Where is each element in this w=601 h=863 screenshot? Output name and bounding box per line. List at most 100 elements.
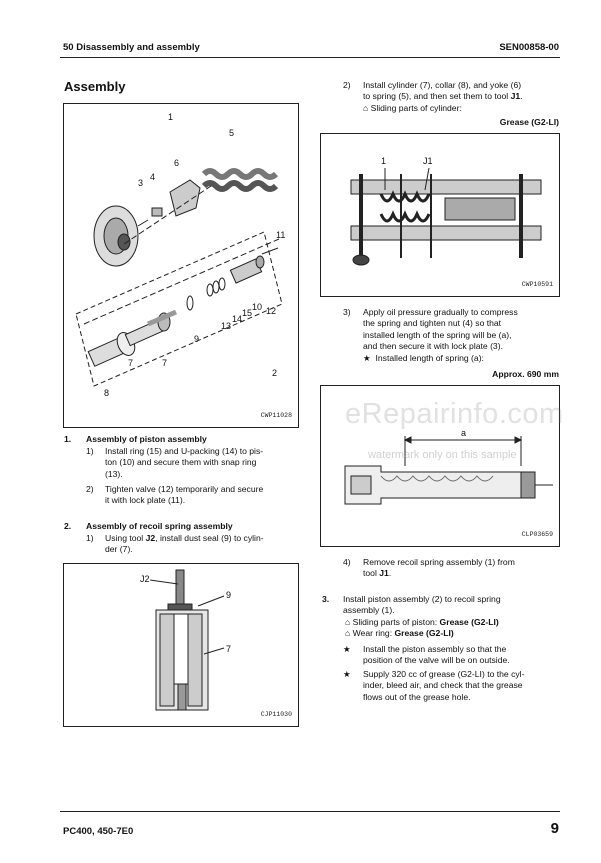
dust-seal-drawing: J2 9 7 [140, 569, 231, 711]
step-3-note-2: Supply 320 cc of grease (G2-LI) to the c… [363, 669, 559, 703]
star-icon: ★ [343, 644, 351, 654]
watermark-note: watermark only on this sample [368, 449, 517, 461]
footer-model: PC400, 450-7E0 [63, 826, 134, 837]
line: inder, bleed air, and check that the gre… [363, 680, 523, 691]
step-1-item-1-number: 1) [86, 446, 94, 456]
step-3-text: Install piston assembly (2) to recoil sp… [343, 594, 559, 640]
star-icon: ★ [343, 669, 351, 679]
item-3-text: Apply oil pressure gradually to compress… [363, 307, 559, 364]
tool-code: J1 [510, 91, 521, 102]
step-2-item-1-number: 1) [86, 533, 94, 543]
line: Apply oil pressure gradually to compress [363, 307, 518, 317]
step-1-item-2-number: 2) [86, 484, 94, 494]
line: it with lock plate (11). [105, 495, 186, 506]
item-4-number: 4) [343, 557, 351, 567]
callout-j2: J2 [140, 574, 150, 584]
spring-length-figure: a CLP03659 [320, 385, 560, 547]
page-number: 9 [550, 820, 559, 837]
line: Supply 320 cc of grease (G2-LI) to the c… [363, 669, 525, 679]
callout-1: 1 [381, 156, 386, 166]
callout-9: 9 [194, 334, 199, 344]
line: Install ring (15) and U-packing (14) to … [105, 446, 264, 456]
line: (13). [105, 468, 123, 479]
line: Install the piston assembly so that the [363, 644, 507, 654]
callout-a: a [461, 428, 466, 438]
callout-3: 3 [138, 178, 143, 188]
callout-11: 11 [276, 230, 285, 240]
grease-spec: Grease (G2-LI) [394, 628, 454, 639]
exploded-view-figure: 1 2 3 4 5 6 7 7 8 9 10 11 12 13 14 15 CW… [63, 103, 299, 428]
figure-code: CLP03659 [521, 531, 553, 538]
text: to spring (5), and then set them to tool [363, 91, 511, 102]
item-2-number: 2) [343, 80, 351, 90]
text: Wear ring: [352, 628, 395, 639]
callout-14: 14 [232, 314, 242, 324]
item-2-text: Install cylinder (7), collar (8), and yo… [363, 80, 559, 114]
spring-length-drawing: a [344, 428, 553, 505]
step-1-item-1: Install ring (15) and U-packing (14) to … [105, 446, 298, 480]
callout-5: 5 [229, 128, 234, 138]
grease-can-icon: ⌂ [345, 616, 351, 627]
line: the spring and tighten nut (4) so that [363, 318, 502, 329]
line: der (7). [105, 544, 133, 555]
callout-7a: 7 [128, 358, 133, 368]
line: flows out of the grease hole. [363, 691, 471, 702]
watermark-site: eRepairinfo.com [345, 398, 564, 430]
figure-code: CJP11030 [260, 711, 292, 718]
step-3-number: 3. [322, 594, 330, 604]
item-4-text: Remove recoil spring assembly (1) from t… [363, 557, 559, 580]
line: Remove recoil spring assembly (1) from [363, 557, 515, 567]
header-rule [60, 57, 560, 58]
line: Install piston assembly (2) to recoil sp… [343, 594, 501, 604]
figure-code: CWP10591 [521, 281, 553, 288]
line: Tighten valve (12) temporarily and secur… [105, 484, 264, 494]
text: . [388, 568, 392, 579]
text: . [520, 91, 523, 102]
figure-code: CWP11028 [260, 412, 292, 419]
callout-1: 1 [168, 112, 173, 122]
text: Installed length of spring (a): [375, 352, 484, 363]
text: tool [363, 568, 380, 579]
grease-spec: Grease (G2-LI) [499, 117, 559, 127]
line: installed length of the spring will be (… [363, 329, 512, 340]
callout-2: 2 [272, 368, 277, 378]
step-1-title: Assembly of piston assembly [86, 434, 207, 444]
text: Using tool [105, 533, 146, 543]
text: , install dust seal (9) to cylin- [155, 533, 264, 543]
callout-7: 7 [226, 644, 231, 654]
callout-10: 10 [252, 302, 262, 312]
line: ton (10) and secure them with snap ring [105, 457, 257, 468]
callout-4: 4 [150, 172, 155, 182]
step-3-note-1: Install the piston assembly so that the … [363, 644, 559, 667]
step-2-number: 2. [64, 521, 72, 531]
grease-can-icon: ⌂ [345, 628, 351, 639]
step-1-number: 1. [64, 434, 72, 444]
spring-compressor-drawing: 1 J1 [350, 156, 542, 266]
section-title: 50 Disassembly and assembly [63, 42, 200, 53]
grease-spec: Grease (G2-LI) [439, 616, 499, 627]
callout-12: 12 [266, 306, 276, 316]
callout-j1: J1 [423, 156, 433, 166]
spring-compressor-figure: 1 J1 CWP10591 [320, 133, 560, 297]
grease-can-icon: ⌂ [363, 102, 369, 113]
line: position of the valve will be on outside… [363, 655, 510, 666]
line: assembly (1). [343, 605, 395, 616]
text: Sliding parts of piston: [352, 616, 440, 627]
tool-code: J2 [145, 533, 156, 543]
text: Sliding parts of cylinder: [370, 102, 462, 113]
spring-length-value: Approx. 690 mm [492, 369, 559, 379]
exploded-view-drawing: 1 2 3 4 5 6 7 7 8 9 10 11 12 13 14 15 [75, 112, 285, 398]
star-icon: ★ [363, 352, 371, 363]
callout-9: 9 [226, 590, 231, 600]
callout-13: 13 [221, 321, 231, 331]
step-2-item-1: Using tool J2, install dust seal (9) to … [105, 533, 298, 556]
callout-15: 15 [242, 308, 252, 318]
item-3-number: 3) [343, 307, 351, 317]
dust-seal-figure: J2 9 7 CJP11030 [63, 563, 299, 727]
line: Install cylinder (7), collar (8), and yo… [363, 80, 522, 90]
callout-8: 8 [104, 388, 109, 398]
footer-rule [60, 811, 560, 812]
page-heading: Assembly [64, 79, 126, 94]
callout-6: 6 [174, 158, 179, 168]
document-id: SEN00858-00 [499, 42, 559, 53]
